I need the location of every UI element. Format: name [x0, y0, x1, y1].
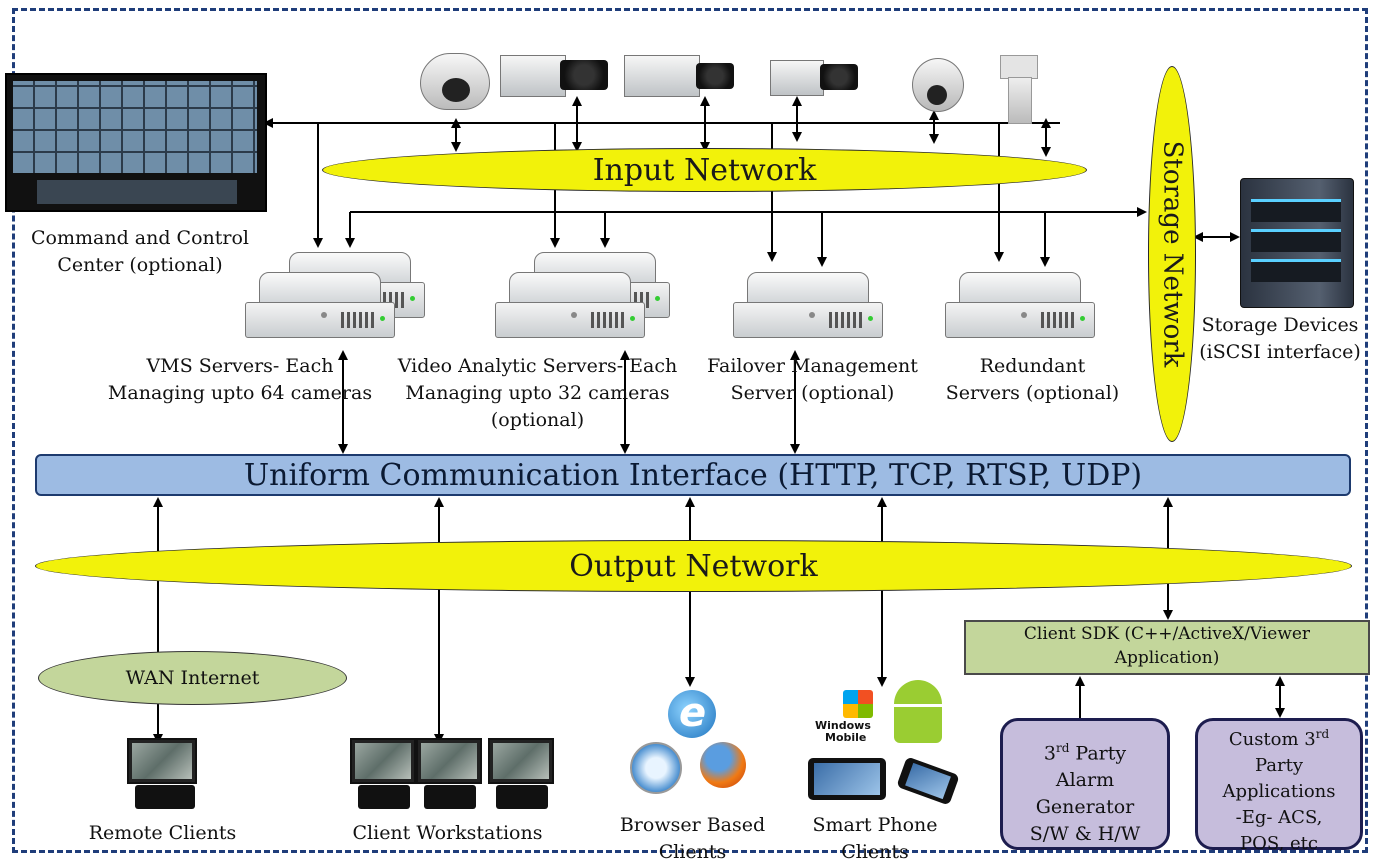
internet-explorer-icon: e: [668, 690, 716, 738]
storage-network: Storage Network: [1148, 66, 1196, 442]
workstation-keyboard-2-icon: [424, 785, 476, 809]
firefox-icon: [700, 742, 746, 788]
alarm-generator-box: 3rd Party Alarm Generator S/W & H/W: [1000, 718, 1170, 850]
workstation-keyboard-3-icon: [496, 785, 548, 809]
tablet-icon: [808, 758, 886, 800]
remote-client-keyboard-icon: [135, 785, 195, 809]
safari-icon: [630, 742, 682, 794]
workstation-monitor-3-icon: [488, 738, 554, 784]
ptz-outdoor-camera-icon: [1000, 55, 1040, 125]
custom-apps-box: Custom 3rd Party Applications -Eg- ACS, …: [1195, 718, 1363, 854]
input-network: Input Network: [322, 148, 1087, 192]
android-icon: [888, 680, 948, 752]
box-camera-3-icon: [770, 60, 860, 98]
failover-server-icon: [733, 272, 883, 338]
vms-server-icon: [245, 272, 395, 338]
box-camera-2-icon: [624, 55, 736, 97]
client-workstations-label: Client Workstations: [352, 822, 543, 844]
wan-internet: WAN Internet: [38, 651, 347, 705]
storage-device-icon: [1240, 178, 1354, 308]
diagram-frame: [12, 8, 1368, 853]
remote-client-monitor-icon: [127, 738, 197, 784]
output-network: Output Network: [35, 540, 1352, 592]
workstation-monitor-1-icon: [350, 738, 416, 784]
remote-clients-label: Remote Clients: [88, 822, 237, 844]
command-center-image: [5, 73, 267, 212]
workstation-monitor-2-icon: [416, 738, 482, 784]
workstation-keyboard-1-icon: [358, 785, 410, 809]
box-camera-1-icon: [500, 55, 610, 100]
analytic-server-icon: [495, 272, 645, 338]
redundant-server-icon: [945, 272, 1095, 338]
dome-camera-icon: [420, 53, 490, 110]
ptz-dome-camera-icon: [912, 58, 964, 112]
storage-devices-label: Storage Devices(iSCSI interface): [1199, 314, 1361, 363]
uniform-communication-interface: Uniform Communication Interface (HTTP, T…: [35, 454, 1351, 496]
